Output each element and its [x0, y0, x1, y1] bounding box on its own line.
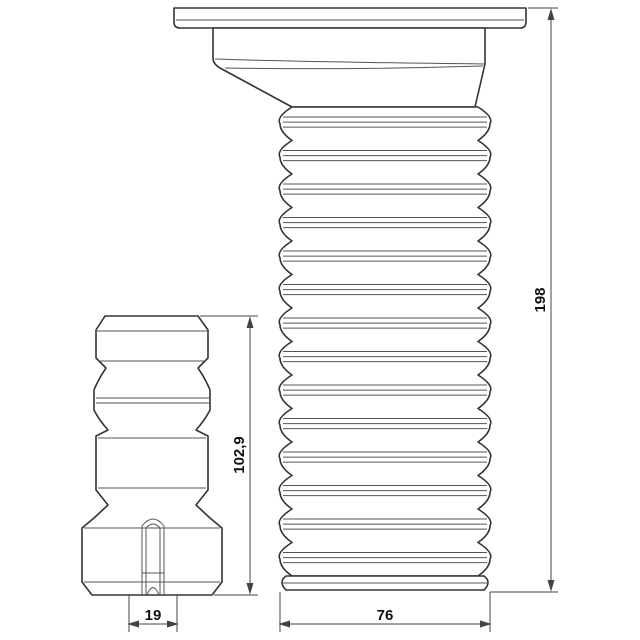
dimension-total-height: 198	[532, 287, 549, 312]
boot-top-flange	[173, 7, 527, 29]
bump-stop	[81, 315, 223, 596]
boot-mount-collar	[212, 27, 486, 108]
dust-boot	[173, 7, 527, 591]
dimension-boot-diameter: 76	[377, 607, 394, 624]
dimension-lines	[127, 7, 558, 632]
dimension-bumper-diameter: 19	[145, 607, 162, 624]
dimension-bumper-height: 102,9	[231, 436, 248, 474]
boot-bellows	[278, 106, 492, 577]
